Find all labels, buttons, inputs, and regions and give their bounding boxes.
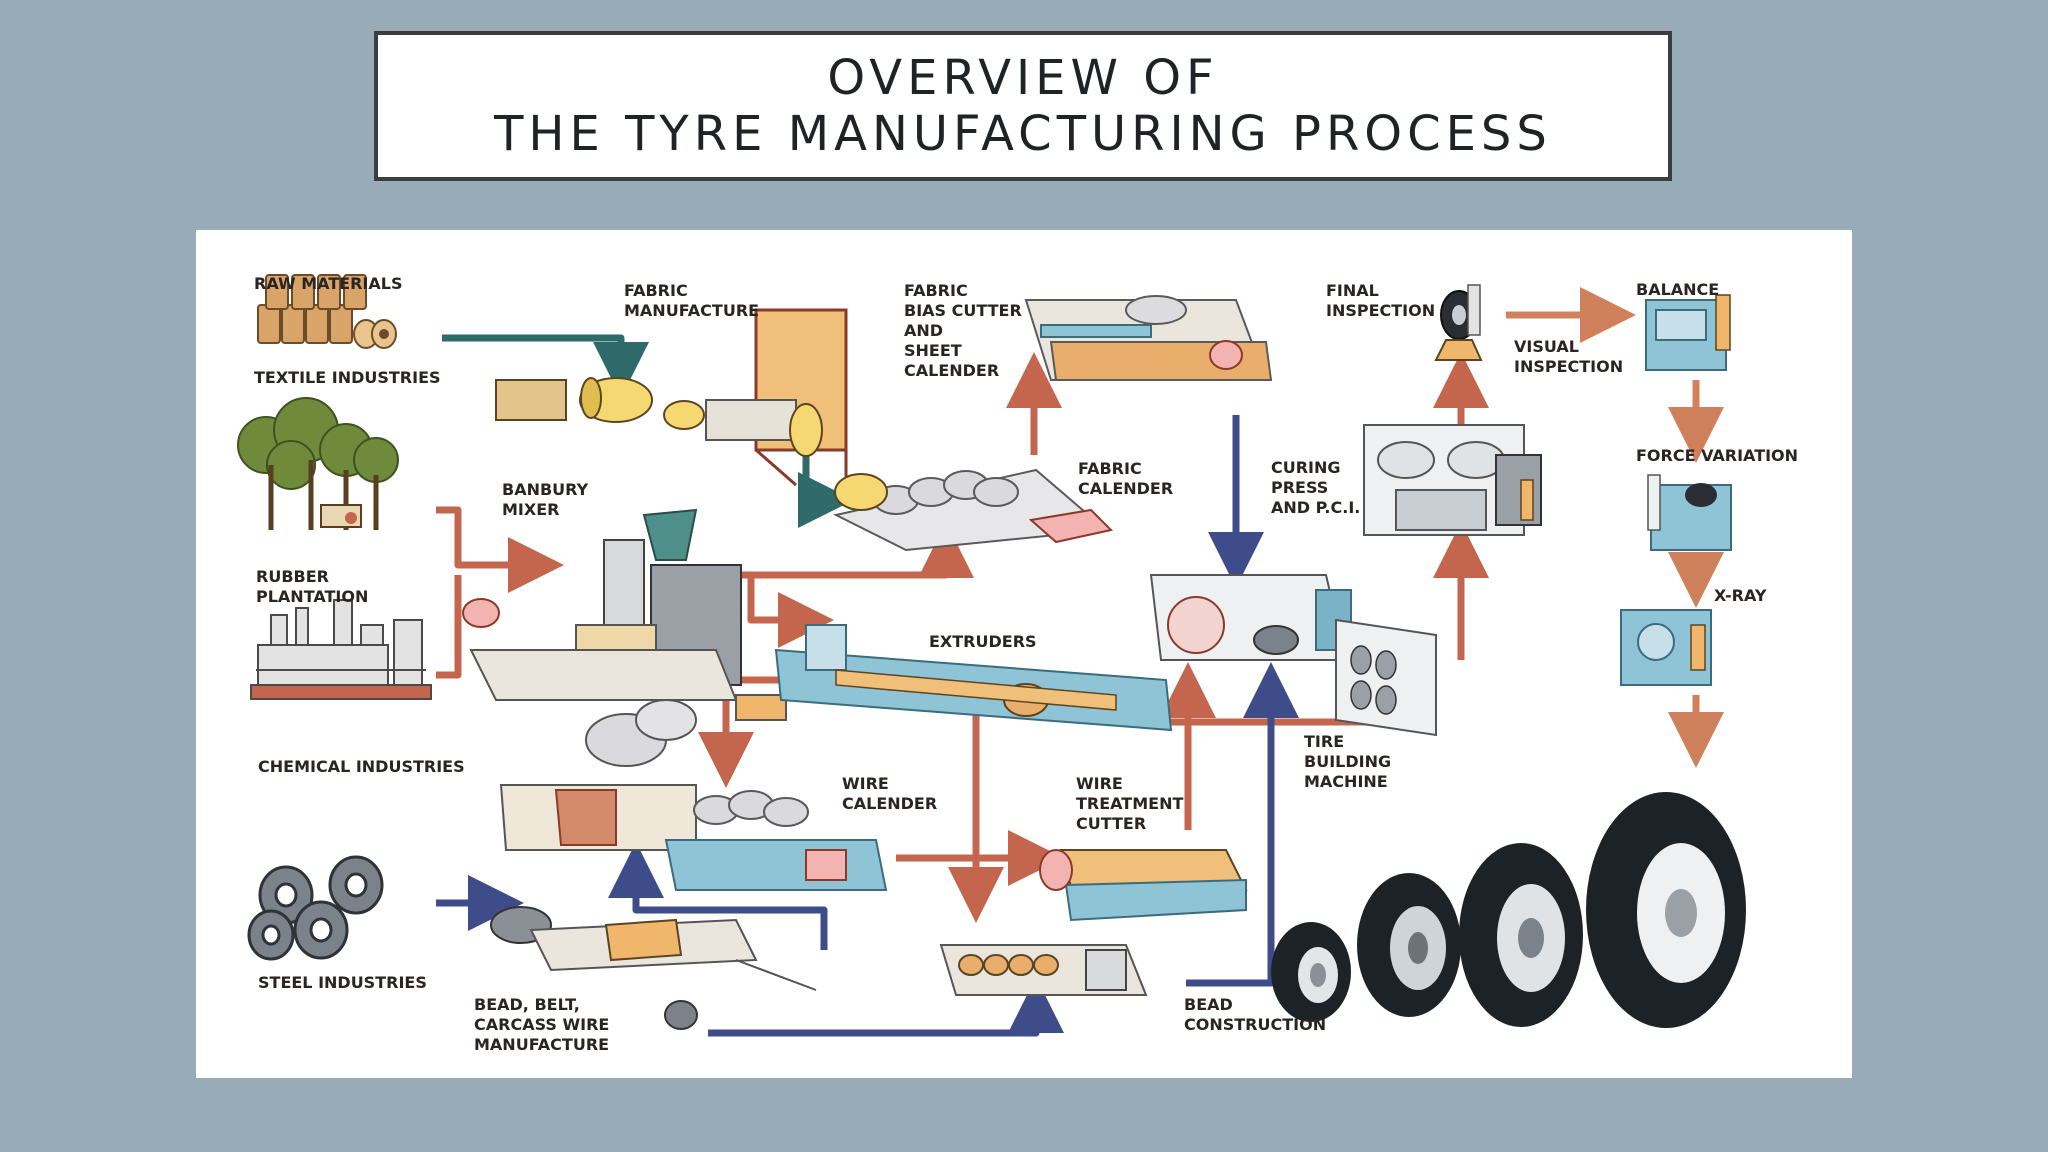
banbury-mixer-illustration: [462, 508, 787, 767]
steel-coils-illustration: [247, 855, 384, 961]
diagram-labels: RAW MATERIALS TEXTILE INDUSTRIES RUBBER …: [254, 274, 1798, 1054]
arrow-bead-belt-to-bead: [708, 977, 1064, 1037]
force-variation-illustration: [1647, 474, 1732, 551]
label-wire-treatment-cutter: WIRE TREATMENT CUTTER: [1076, 774, 1189, 833]
tyre-1: [1271, 922, 1351, 1022]
title-line-1: OVERVIEW OF: [827, 50, 1219, 106]
label-banbury-mixer: BANBURY MIXER: [502, 480, 594, 519]
title-line-2: THE TYRE MANUFACTURING PROCESS: [494, 106, 1552, 162]
tyre-2: [1357, 873, 1461, 1017]
fabric-manufacture-illustration: [663, 308, 848, 487]
label-final-inspection: FINAL INSPECTION: [1326, 281, 1435, 320]
label-visual-inspection: VISUAL INSPECTION: [1514, 337, 1623, 376]
wire-treatment-cutter-illustration: [1039, 849, 1248, 922]
tyre-4: [1586, 792, 1746, 1028]
finished-tyres-illustration: [1271, 792, 1746, 1028]
arrow-fabric-to-calender: [798, 455, 854, 528]
label-bias-cutter: FABRIC BIAS CUTTER AND SHEET CALENDER: [904, 281, 1027, 380]
slide-title-box: OVERVIEW OF THE TYRE MANUFACTURING PROCE…: [374, 31, 1672, 181]
label-fabric-manufacture: FABRIC MANUFACTURE: [624, 281, 759, 320]
tyre-3: [1459, 843, 1583, 1027]
wire-calender-illustration: [499, 784, 888, 891]
bias-cutter-illustration: [1024, 295, 1273, 381]
label-balance: BALANCE: [1636, 280, 1719, 299]
extruders-illustration: [774, 624, 1173, 732]
label-wire-calender: WIRE CALENDER: [842, 774, 937, 813]
bead-belt-carcass-illustration: [490, 906, 817, 1030]
arrow-rubber-to-mixer: [436, 506, 564, 593]
label-textile-industries: TEXTILE INDUSTRIES: [254, 368, 441, 387]
xray-illustration: [1620, 609, 1712, 686]
label-rubber-plantation: RUBBER PLANTATION: [256, 567, 368, 606]
fabric-calender-illustration: [833, 468, 1114, 552]
chemical-industries-illustration: [250, 599, 432, 700]
balance-illustration: [1645, 294, 1731, 371]
arrow-mixer-to-extruders: [747, 575, 834, 648]
label-force-variation: FORCE VARIATION: [1636, 446, 1798, 465]
label-xray: X-RAY: [1714, 586, 1767, 605]
label-raw-materials: RAW MATERIALS: [254, 274, 402, 293]
arrow-bead-belt-to-wire-calender: [608, 842, 828, 950]
label-bead-construction: BEAD CONSTRUCTION: [1184, 995, 1326, 1034]
rubber-plantation-illustration: [237, 397, 399, 530]
label-bead-belt-carcass: BEAD, BELT, CARCASS WIRE MANUFACTURE: [474, 995, 615, 1054]
curing-press-illustration: [1363, 424, 1542, 536]
label-tire-building-machine: TIRE BUILDING MACHINE: [1304, 732, 1397, 791]
bead-construction-illustration: [939, 944, 1148, 996]
label-curing-press: CURING PRESS AND P.C.I.: [1271, 458, 1360, 517]
arrow-chemical-to-mixer: [436, 575, 462, 679]
label-chemical-industries: CHEMICAL INDUSTRIES: [258, 757, 465, 776]
label-extruders: EXTRUDERS: [929, 632, 1037, 651]
label-fabric-calender: FABRIC CALENDER: [1078, 459, 1173, 498]
arrow-textile-to-fabric: [442, 334, 649, 398]
tire-building-machine-illustration: [1149, 574, 1437, 737]
textile-spools-illustration: [257, 274, 397, 349]
label-steel-industries: STEEL INDUSTRIES: [258, 973, 427, 992]
arrow-bead-to-builder: [1186, 662, 1299, 987]
final-inspection-illustration: [1434, 284, 1483, 361]
fabric-rolls-illustration: [495, 377, 653, 423]
process-diagram: RAW MATERIALS TEXTILE INDUSTRIES RUBBER …: [196, 230, 1852, 1078]
